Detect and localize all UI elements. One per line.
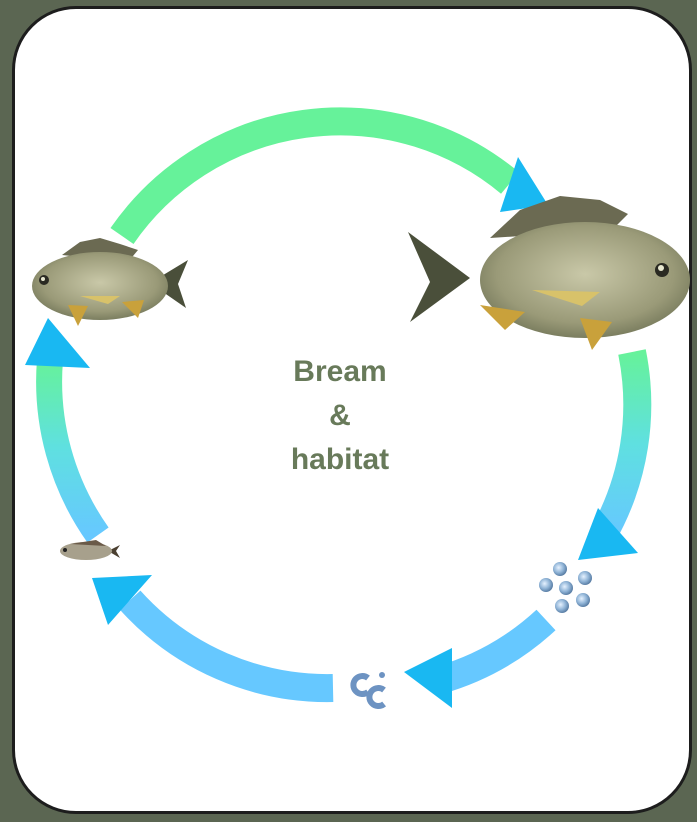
diagram-title: Bream & habitat [240, 350, 440, 482]
arrow-postlarval-to-juvenile [49, 360, 98, 535]
title-line-ampersand: & [240, 394, 440, 438]
title-line-habitat: habitat [240, 438, 440, 482]
arrow-adult-to-eggs [603, 352, 637, 535]
arrow-larvae-to-postlarval [130, 600, 333, 688]
larvae-icon [353, 672, 385, 706]
eggs-icon [539, 562, 592, 613]
arrow-eggs-to-larvae [440, 620, 546, 680]
arrow-juvenile-to-adult [122, 121, 510, 236]
arrowhead-to-juvenile [25, 318, 90, 368]
juvenile-fish-icon [32, 238, 188, 326]
adult-fish-icon [408, 196, 690, 350]
title-line-bream: Bream [240, 350, 440, 394]
postlarval-fish-icon [60, 540, 120, 560]
arrowhead-to-larvae [404, 648, 452, 708]
